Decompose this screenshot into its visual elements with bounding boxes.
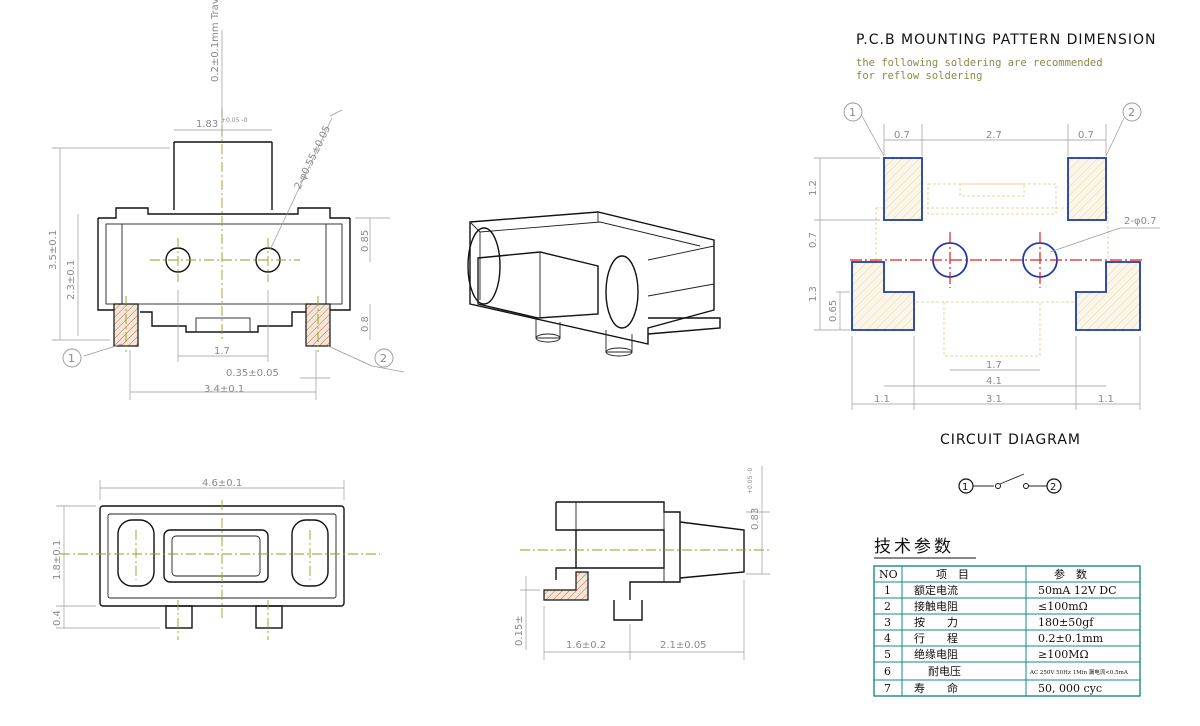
d085-dim: 0.85 bbox=[360, 230, 371, 252]
d08-dim: 0.8 bbox=[360, 316, 371, 332]
width-46-dim: 4.6±0.1 bbox=[202, 478, 242, 489]
pcb-d07v: 0.7 bbox=[808, 232, 819, 248]
circuit-node-2: 2 bbox=[1050, 482, 1056, 493]
height-body-dim: 2.3±0.1 bbox=[66, 260, 77, 300]
side-view bbox=[520, 466, 770, 660]
spec-row-4-no: 4 bbox=[884, 632, 891, 645]
spec-row-2-item: 接触电阻 bbox=[914, 599, 958, 613]
pcb-d07b: 0.7 bbox=[1078, 130, 1094, 141]
spec-row-3-param: 180±50gf bbox=[1038, 616, 1094, 629]
pcb-d31: 3.1 bbox=[986, 394, 1002, 405]
circuit-diagram bbox=[958, 473, 1062, 494]
spec-row-7-param: 50, 000 cyc bbox=[1038, 682, 1102, 695]
spec-header-no: NO bbox=[879, 568, 898, 581]
spec-row-3-no: 3 bbox=[884, 616, 891, 629]
spec-row-2-param: ≤100mΩ bbox=[1038, 600, 1088, 613]
marker-1-label: 1 bbox=[68, 352, 75, 365]
spec-row-1-param: 50mA 12V DC bbox=[1038, 584, 1117, 597]
pcb-pad-top-left bbox=[883, 157, 923, 221]
pcb-pad-bottom-left bbox=[851, 261, 915, 331]
pcb-d11a: 1.1 bbox=[874, 394, 890, 405]
side-083-dim: 0.83 bbox=[750, 508, 761, 530]
pcb-note-1: the following soldering are recommended bbox=[856, 57, 1103, 69]
bottom-view bbox=[56, 480, 380, 640]
spec-row-1-item: 额定电流 bbox=[914, 583, 958, 597]
spec-row-4-item: 行 程 bbox=[914, 632, 958, 645]
pcb-pad-bottom-right bbox=[1075, 261, 1141, 331]
marker-2-label: 2 bbox=[380, 352, 387, 365]
circuit-node-1: 1 bbox=[962, 482, 968, 493]
spec-table bbox=[873, 565, 1141, 697]
height-18-dim: 1.8±0.1 bbox=[52, 540, 63, 580]
pcb-note-2: for reflow soldering bbox=[856, 70, 982, 82]
pcb-d11b: 1.1 bbox=[1098, 394, 1114, 405]
pcb-marker-1: 1 bbox=[849, 106, 856, 119]
stem-width-dim: 1.83 bbox=[196, 119, 218, 130]
side-083-tol: +0.05 -0 bbox=[747, 468, 754, 494]
pin-dia-dim: 2-φ0.55±0.05 bbox=[293, 124, 333, 191]
circuit-title: CIRCUIT DIAGRAM bbox=[940, 432, 1081, 448]
d34-dim: 3.4±0.1 bbox=[204, 384, 244, 395]
spec-row-5-param: ≥100MΩ bbox=[1038, 648, 1089, 661]
spec-row-7-item: 寿 命 bbox=[914, 681, 958, 695]
side-015-dim: 0.15± bbox=[514, 615, 525, 646]
spec-header-param: 参 数 bbox=[1054, 567, 1087, 581]
spec-row-6-param: AC 250V 50Hz 1Min 漏电流<0.5mA bbox=[1029, 668, 1129, 676]
pcb-d12: 1.2 bbox=[808, 180, 819, 196]
spec-row-6-item: 耐电压 bbox=[928, 665, 961, 678]
pcb-title: P.C.B MOUNTING PATTERN DIMENSION bbox=[856, 32, 1156, 48]
spec-row-4-param: 0.2±0.1mm bbox=[1038, 632, 1104, 645]
pcb-d07a: 0.7 bbox=[894, 130, 910, 141]
pcb-hole: 2-φ0.7 bbox=[1124, 216, 1156, 227]
spec-row-7-no: 7 bbox=[884, 682, 891, 695]
spec-row-1-no: 1 bbox=[884, 584, 891, 597]
spec-row-2-no: 2 bbox=[884, 600, 891, 613]
spec-row-6-no: 6 bbox=[884, 665, 891, 678]
pcb-pattern bbox=[814, 102, 1160, 410]
d17-dim: 1.7 bbox=[214, 346, 230, 357]
isometric-view bbox=[467, 211, 721, 357]
spec-title: 技术参数 bbox=[874, 537, 954, 557]
pcb-pad-top-right bbox=[1067, 157, 1107, 221]
spec-header-item: 项 目 bbox=[936, 568, 969, 581]
pcb-d41: 4.1 bbox=[986, 376, 1002, 387]
pcb-marker-2: 2 bbox=[1128, 106, 1135, 119]
d04-dim: 0.4 bbox=[52, 610, 63, 626]
pcb-d065: 0.65 bbox=[828, 300, 839, 322]
front-view bbox=[52, 30, 405, 400]
travel-dim: 0.2±0.1mm Travel bbox=[210, 0, 221, 82]
side-16-dim: 1.6±0.2 bbox=[566, 640, 606, 651]
pcb-d13: 1.3 bbox=[808, 286, 819, 302]
spec-row-5-item: 绝缘电阻 bbox=[914, 647, 958, 661]
pcb-d27: 2.7 bbox=[986, 130, 1002, 141]
spec-row-3-item: 按 力 bbox=[914, 615, 958, 629]
side-21-dim: 2.1±0.05 bbox=[660, 640, 707, 651]
height-total-dim: 3.5±0.1 bbox=[48, 230, 59, 270]
d035-dim: 0.35±0.05 bbox=[226, 368, 279, 379]
spec-row-5-no: 5 bbox=[884, 648, 891, 661]
pcb-d17: 1.7 bbox=[986, 360, 1002, 371]
stem-tol-dim: +0.05 -0 bbox=[221, 117, 247, 124]
